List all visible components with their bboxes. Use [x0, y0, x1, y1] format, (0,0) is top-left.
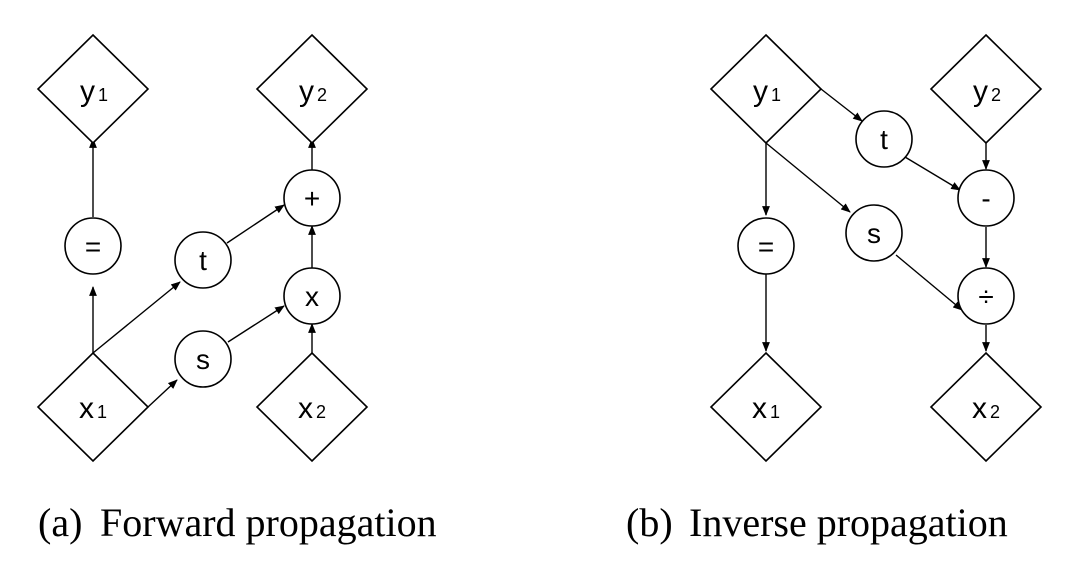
node-y2-subscript: 2 — [317, 85, 327, 105]
edge-x1-s — [147, 379, 178, 408]
op-t-label: t — [880, 124, 888, 155]
node-y1-label: y — [753, 75, 768, 108]
node-y1: y 1 — [36, 33, 150, 145]
caption-a-tag: (a) — [38, 500, 82, 545]
op-t: t — [855, 110, 913, 168]
node-x2-label: x — [972, 392, 987, 425]
edge-x1-t — [92, 281, 181, 354]
node-y2: y 2 — [929, 33, 1043, 145]
edge-s-times — [227, 305, 285, 343]
node-x2: x 2 — [255, 351, 369, 463]
op-identity: = — [737, 217, 795, 275]
edge-t-plus — [226, 204, 285, 244]
op-divide-label: ÷ — [978, 281, 993, 312]
node-x1: x 1 — [36, 351, 150, 463]
node-y1-subscript: 1 — [771, 85, 781, 105]
node-x1-subscript: 1 — [770, 402, 780, 422]
op-divide: ÷ — [957, 267, 1015, 325]
op-identity: = — [64, 217, 122, 275]
op-s: s — [174, 330, 232, 388]
node-y2-label: y — [973, 75, 988, 108]
edge-y1-s — [765, 142, 851, 213]
node-y2-subscript: 2 — [991, 85, 1001, 105]
caption-b-text: Inverse propagation — [689, 500, 1008, 545]
op-times-label: x — [305, 281, 319, 312]
node-y2-label: y — [299, 75, 314, 108]
node-x2-label: x — [298, 392, 313, 425]
node-x1-label: x — [79, 392, 94, 425]
panel-inverse: y 1 y 2 x 1 x 2 = t s — [626, 33, 1043, 545]
op-s-label: s — [867, 218, 881, 249]
op-minus-label: - — [981, 183, 990, 214]
panel-forward: y 1 y 2 x 1 x 2 = t s — [36, 33, 437, 545]
edge-t-minus — [904, 156, 961, 191]
op-t-label: t — [199, 245, 207, 276]
op-identity-label: = — [758, 231, 774, 262]
node-x1: x 1 — [709, 351, 823, 463]
node-y1-label: y — [80, 75, 95, 108]
node-x2: x 2 — [929, 351, 1043, 463]
edge-y1-t — [820, 88, 863, 122]
edge-s-divide — [895, 254, 963, 311]
op-identity-label: = — [85, 231, 101, 262]
caption-a-text: Forward propagation — [100, 500, 437, 545]
op-times: x — [283, 267, 341, 325]
node-y2: y 2 — [255, 33, 369, 145]
node-x1-subscript: 1 — [97, 402, 107, 422]
node-x1-label: x — [752, 392, 767, 425]
caption-b-tag: (b) — [626, 500, 673, 545]
node-x2-subscript: 2 — [316, 402, 326, 422]
op-s: s — [845, 204, 903, 262]
op-s-label: s — [196, 344, 210, 375]
node-x2-subscript: 2 — [990, 402, 1000, 422]
op-t: t — [174, 231, 232, 289]
op-plus-label: + — [304, 183, 320, 214]
op-minus: - — [957, 169, 1015, 227]
op-plus: + — [283, 169, 341, 227]
node-y1-subscript: 1 — [98, 85, 108, 105]
node-y1: y 1 — [709, 33, 823, 145]
